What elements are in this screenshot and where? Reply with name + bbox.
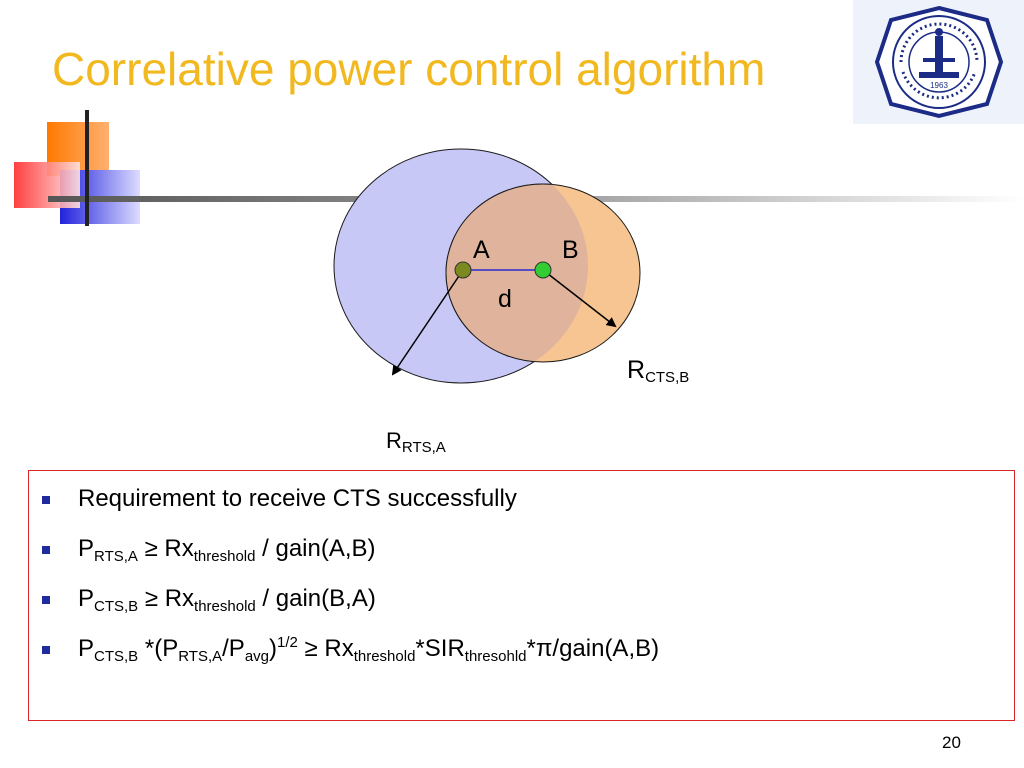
- bullet-icon: [42, 496, 50, 504]
- label-radius-a: RRTS,A: [386, 428, 446, 456]
- list-item: PCTS,B ≥ Rxthreshold / gain(B,A): [40, 584, 659, 634]
- node-b: [534, 261, 552, 279]
- label-node-b: B: [562, 236, 579, 264]
- bullet-icon: [42, 646, 50, 654]
- label-node-a: A: [473, 236, 490, 264]
- page-number: 20: [942, 733, 961, 752]
- radius-arrow-b: [542, 269, 617, 328]
- bullet-icon: [42, 596, 50, 604]
- list-item: Requirement to receive CTS successfully: [40, 484, 659, 534]
- bullet-list: Requirement to receive CTS successfully …: [40, 484, 659, 684]
- logo-year: 1963: [930, 81, 948, 90]
- bullet-icon: [42, 546, 50, 554]
- list-item: PCTS,B *(PRTS,A/Pavg)1/2 ≥ Rxthreshold*S…: [40, 634, 659, 684]
- slide-title: Correlative power control algorithm: [52, 43, 766, 95]
- university-seal-icon: 1963: [853, 0, 1024, 124]
- list-item: PRTS,A ≥ Rxthreshold / gain(A,B): [40, 534, 659, 584]
- content-box: [28, 470, 1015, 721]
- label-radius-b: RCTS,B: [627, 356, 690, 386]
- label-distance: d: [498, 285, 512, 313]
- node-a: [454, 261, 472, 279]
- radius-arrow-a: [391, 269, 464, 376]
